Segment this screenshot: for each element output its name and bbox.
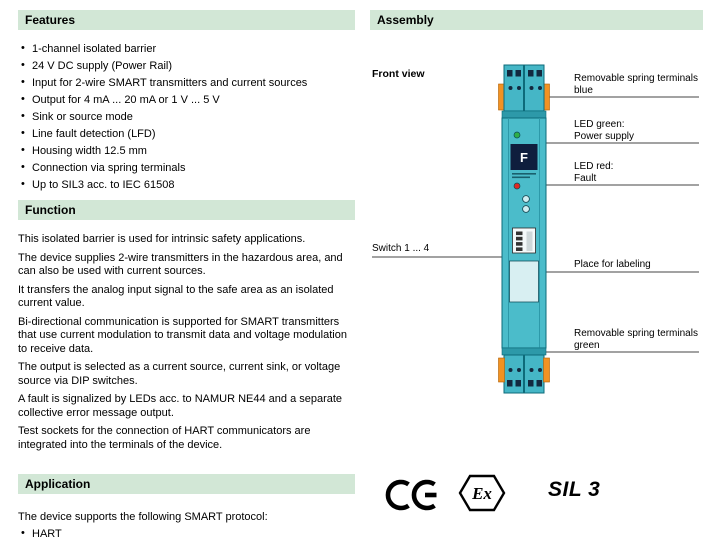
- callout-led-green: LED green: Power supply: [574, 119, 634, 142]
- paragraph: Bi-directional communication is supporte…: [18, 315, 347, 355]
- list-item: Sink or source mode: [20, 110, 355, 124]
- paragraph: Test sockets for the connection of HART …: [18, 425, 311, 451]
- callout-text: LED red:: [574, 161, 614, 172]
- ex-mark-icon: Ex: [458, 473, 506, 518]
- list-item: Connection via spring terminals: [20, 161, 355, 175]
- function-heading: Function: [18, 200, 355, 220]
- list-item: HART: [20, 527, 355, 541]
- callout-text: Power supply: [574, 130, 635, 142]
- labeling-area: [509, 260, 539, 303]
- application-heading: Application: [18, 474, 355, 494]
- list-item: Line fault detection (LFD): [20, 127, 355, 141]
- test-socket: [522, 195, 530, 203]
- callout-text: Removable spring terminals: [574, 328, 698, 339]
- front-view-label: Front view: [372, 68, 425, 80]
- pf-logo-letter: F: [520, 150, 528, 165]
- test-socket: [522, 205, 530, 213]
- ex-mark-text: Ex: [471, 484, 492, 503]
- function-heading-label: Function: [25, 203, 76, 217]
- orange-lever: [498, 357, 505, 383]
- callout-labeling: Place for labeling: [574, 259, 651, 271]
- certification-marks: Ex SIL 3: [370, 470, 703, 525]
- left-column: Features 1-channel isolated barrier 24 V…: [18, 10, 355, 545]
- callout-terminals-green: Removable spring terminals green: [574, 328, 698, 351]
- assembly-heading: Assembly: [370, 10, 703, 30]
- paragraph: The output is selected as a current sour…: [18, 361, 341, 387]
- callout-led-red: LED red: Fault: [574, 161, 613, 184]
- callout-text: Switch 1 ... 4: [372, 243, 430, 254]
- list-item: Housing width 12.5 mm: [20, 144, 355, 158]
- ce-mark-icon: [384, 478, 438, 517]
- list-item: 24 V DC supply (Power Rail): [20, 59, 355, 73]
- paragraph: It transfers the analog input signal to …: [18, 283, 334, 310]
- terminal-block-bottom: [524, 354, 545, 394]
- application-list: HART: [20, 527, 355, 541]
- assembly-diagram: F: [372, 64, 699, 394]
- callout-text: LED green:: [574, 119, 625, 130]
- callout-text: Fault: [574, 172, 597, 184]
- device-drawing: F: [498, 64, 550, 394]
- callout-text: Place for labeling: [574, 259, 651, 270]
- features-heading-label: Features: [25, 13, 76, 27]
- paragraph: The device supplies 2-wire transmitters …: [18, 251, 343, 278]
- led-red: [513, 182, 521, 190]
- paragraph: A fault is signalized by LEDs acc. to NA…: [18, 393, 343, 419]
- callout-switch: Switch 1 ... 4: [372, 243, 429, 255]
- list-item: Input for 2-wire SMART transmitters and …: [20, 76, 355, 90]
- pf-logo: [510, 144, 538, 170]
- terminal-block-bottom: [503, 354, 524, 394]
- assembly-heading-label: Assembly: [377, 13, 434, 27]
- features-list: 1-channel isolated barrier 24 V DC suppl…: [20, 42, 355, 192]
- orange-lever: [543, 357, 550, 383]
- list-item: Output for 4 mA ... 20 mA or 1 V ... 5 V: [20, 93, 355, 107]
- callout-text: Removable spring terminals: [574, 73, 698, 84]
- assembly-figure: F: [370, 30, 703, 470]
- application-intro: The device supports the following SMART …: [18, 511, 268, 523]
- callout-text: green: [574, 339, 600, 351]
- list-item: Up to SIL3 acc. to IEC 61508: [20, 178, 355, 192]
- function-text: This isolated barrier is used for intrin…: [18, 233, 355, 452]
- right-column: Assembly: [370, 10, 703, 525]
- list-item: 1-channel isolated barrier: [20, 42, 355, 56]
- callout-lines: [372, 96, 699, 353]
- callout-terminals-blue: Removable spring terminals blue: [574, 73, 698, 96]
- callout-text: blue: [574, 84, 593, 96]
- sil3-mark: SIL 3: [548, 478, 601, 501]
- led-green: [513, 131, 521, 139]
- paragraph: This isolated barrier is used for intrin…: [18, 233, 306, 245]
- features-heading: Features: [18, 10, 355, 30]
- application-heading-label: Application: [25, 477, 91, 491]
